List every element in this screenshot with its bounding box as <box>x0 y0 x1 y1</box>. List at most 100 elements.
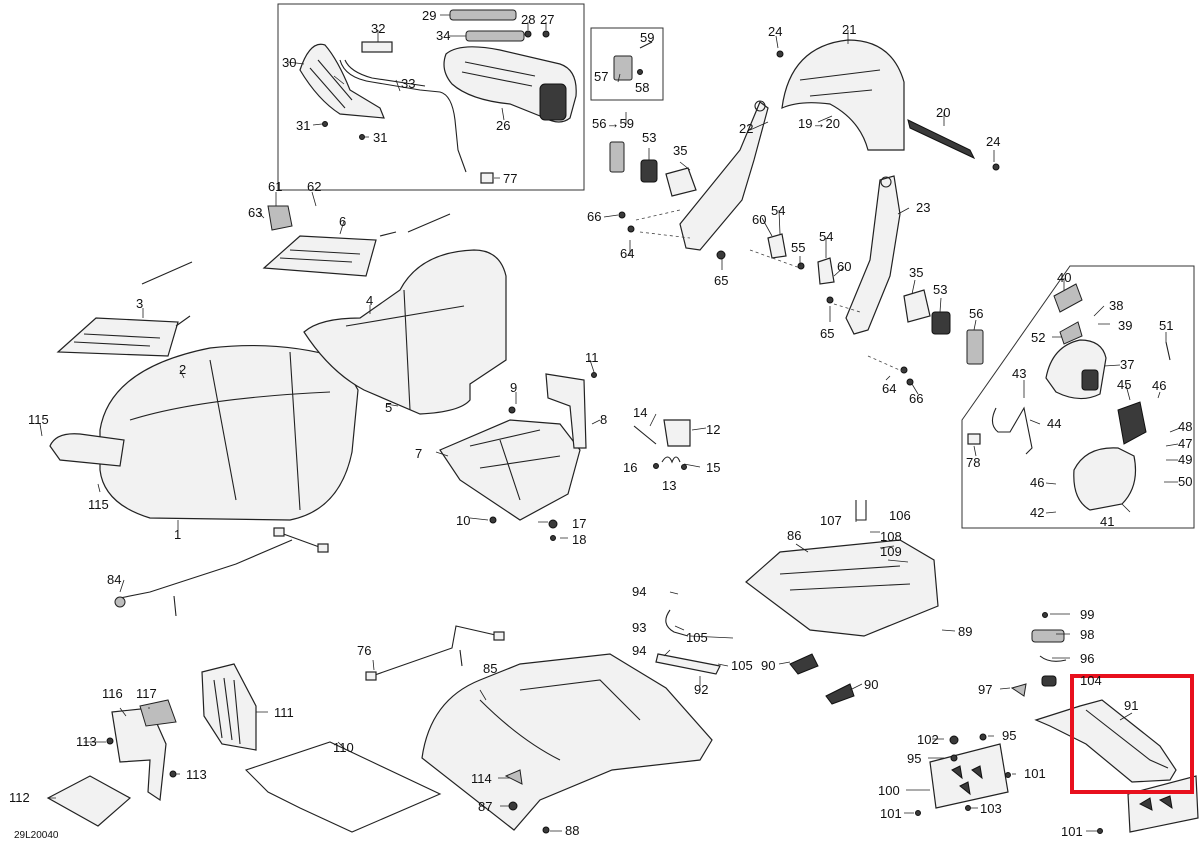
label-111[interactable]: 111 <box>274 705 294 720</box>
part-34-pad[interactable] <box>465 30 525 42</box>
part-61-clip[interactable] <box>267 205 293 231</box>
part-85-rear-bin[interactable] <box>421 653 713 831</box>
part-86-panel[interactable] <box>745 539 939 637</box>
label-114[interactable]: 114 <box>471 771 492 786</box>
label-3[interactable]: 3 <box>136 296 143 311</box>
part-26-right-panel[interactable] <box>443 46 577 123</box>
part-6-heater-pad[interactable] <box>262 235 377 277</box>
label-7[interactable]: 7 <box>415 446 422 461</box>
label-43[interactable]: 43 <box>1012 366 1026 381</box>
label-89[interactable]: 89 <box>958 624 972 639</box>
label-85[interactable]: 85 <box>483 661 497 676</box>
label-35-b[interactable]: 35 <box>909 265 923 280</box>
label-91[interactable]: 91 <box>1124 698 1138 713</box>
part-76-harness[interactable] <box>365 625 505 681</box>
part-54-plate-b[interactable] <box>817 257 835 285</box>
label-12[interactable]: 12 <box>706 422 720 437</box>
part-44-harness[interactable] <box>991 406 1033 455</box>
label-44[interactable]: 44 <box>1047 416 1061 431</box>
label-62[interactable]: 62 <box>307 179 321 194</box>
label-58[interactable]: 58 <box>635 80 649 95</box>
part-91-grab-handle[interactable] <box>1034 699 1177 783</box>
part-35-bracket-a[interactable] <box>665 167 697 197</box>
label-59[interactable]: 59 <box>640 30 654 45</box>
label-16[interactable]: 16 <box>623 460 637 475</box>
label-107[interactable]: 107 <box>820 513 842 528</box>
part-54-plate-a[interactable] <box>767 233 787 259</box>
label-55[interactable]: 55 <box>791 240 805 255</box>
label-101-c[interactable]: 101 <box>1061 824 1083 839</box>
label-18[interactable]: 18 <box>572 532 586 547</box>
label-90-b[interactable]: 90 <box>864 677 878 692</box>
part-33-harness[interactable] <box>339 59 467 173</box>
label-47[interactable]: 47 <box>1178 436 1192 451</box>
label-86[interactable]: 86 <box>787 528 801 543</box>
part-117-pad[interactable] <box>139 699 177 727</box>
part-58-screw[interactable] <box>637 69 643 75</box>
part-100-plate[interactable] <box>929 743 1009 809</box>
part-87-nut[interactable] <box>508 801 518 811</box>
part-30-left-panel[interactable] <box>299 43 385 119</box>
label-109[interactable]: 109 <box>880 544 902 559</box>
label-50[interactable]: 50 <box>1178 474 1192 489</box>
label-98[interactable]: 98 <box>1080 627 1094 642</box>
label-84[interactable]: 84 <box>107 572 121 587</box>
label-22[interactable]: 22 <box>739 121 753 136</box>
part-53-block-b[interactable] <box>931 311 951 335</box>
label-38[interactable]: 38 <box>1109 298 1123 313</box>
label-54-b[interactable]: 54 <box>819 229 833 244</box>
label-101-b[interactable]: 101 <box>880 806 902 821</box>
label-112[interactable]: 112 <box>9 790 30 805</box>
label-23[interactable]: 23 <box>916 200 930 215</box>
label-105-a[interactable]: 105 <box>686 630 708 645</box>
label-1[interactable]: 1 <box>174 527 181 542</box>
label-77[interactable]: 77 <box>503 171 517 186</box>
part-3-heater-pad[interactable] <box>56 317 179 357</box>
label-34[interactable]: 34 <box>436 28 450 43</box>
label-30[interactable]: 30 <box>282 55 296 70</box>
part-12-latch[interactable] <box>663 419 691 447</box>
label-35-a[interactable]: 35 <box>673 143 687 158</box>
label-100[interactable]: 100 <box>878 783 900 798</box>
label-94-a[interactable]: 94 <box>632 584 646 599</box>
part-78-connector[interactable] <box>967 433 981 445</box>
part-77-connector[interactable] <box>480 172 494 184</box>
label-2[interactable]: 2 <box>179 362 186 377</box>
label-78[interactable]: 78 <box>966 455 980 470</box>
part-24-screw-b[interactable] <box>992 163 1000 171</box>
part-112-tray[interactable] <box>46 775 132 827</box>
part-37-cover[interactable] <box>1045 339 1107 400</box>
label-113-a[interactable]: 113 <box>76 734 97 749</box>
label-110[interactable]: 110 <box>333 740 354 755</box>
label-51[interactable]: 51 <box>1159 318 1173 333</box>
part-14-bolt[interactable] <box>633 425 657 445</box>
part-20-bar[interactable] <box>907 119 976 160</box>
label-6[interactable]: 6 <box>339 214 346 229</box>
part-23-support-arm[interactable] <box>845 175 901 335</box>
label-19-20[interactable]: 19→20 <box>798 116 840 131</box>
label-95-a[interactable]: 95 <box>1002 728 1016 743</box>
part-110-mat[interactable] <box>244 741 442 833</box>
label-64-a[interactable]: 64 <box>620 246 634 261</box>
part-56-switch-a[interactable] <box>609 141 625 173</box>
label-32[interactable]: 32 <box>371 21 385 36</box>
label-46-b[interactable]: 46 <box>1030 475 1044 490</box>
label-29[interactable]: 29 <box>422 8 436 23</box>
label-66-a[interactable]: 66 <box>587 209 601 224</box>
label-49[interactable]: 49 <box>1178 452 1192 467</box>
part-31-screw-b[interactable] <box>359 134 365 140</box>
label-4[interactable]: 4 <box>366 293 373 308</box>
label-92[interactable]: 92 <box>694 682 708 697</box>
label-56[interactable]: 56 <box>969 306 983 321</box>
label-60-a[interactable]: 60 <box>752 212 766 227</box>
label-115-b[interactable]: 115 <box>88 497 109 512</box>
part-31-screw-a[interactable] <box>322 121 328 127</box>
label-40[interactable]: 40 <box>1057 270 1071 285</box>
label-26[interactable]: 26 <box>496 118 510 133</box>
part-115-bumper[interactable] <box>49 433 125 467</box>
label-88[interactable]: 88 <box>565 823 579 838</box>
part-32-strip[interactable] <box>361 41 393 53</box>
label-11[interactable]: 11 <box>585 350 599 365</box>
label-76[interactable]: 76 <box>357 643 371 658</box>
label-15[interactable]: 15 <box>706 460 720 475</box>
